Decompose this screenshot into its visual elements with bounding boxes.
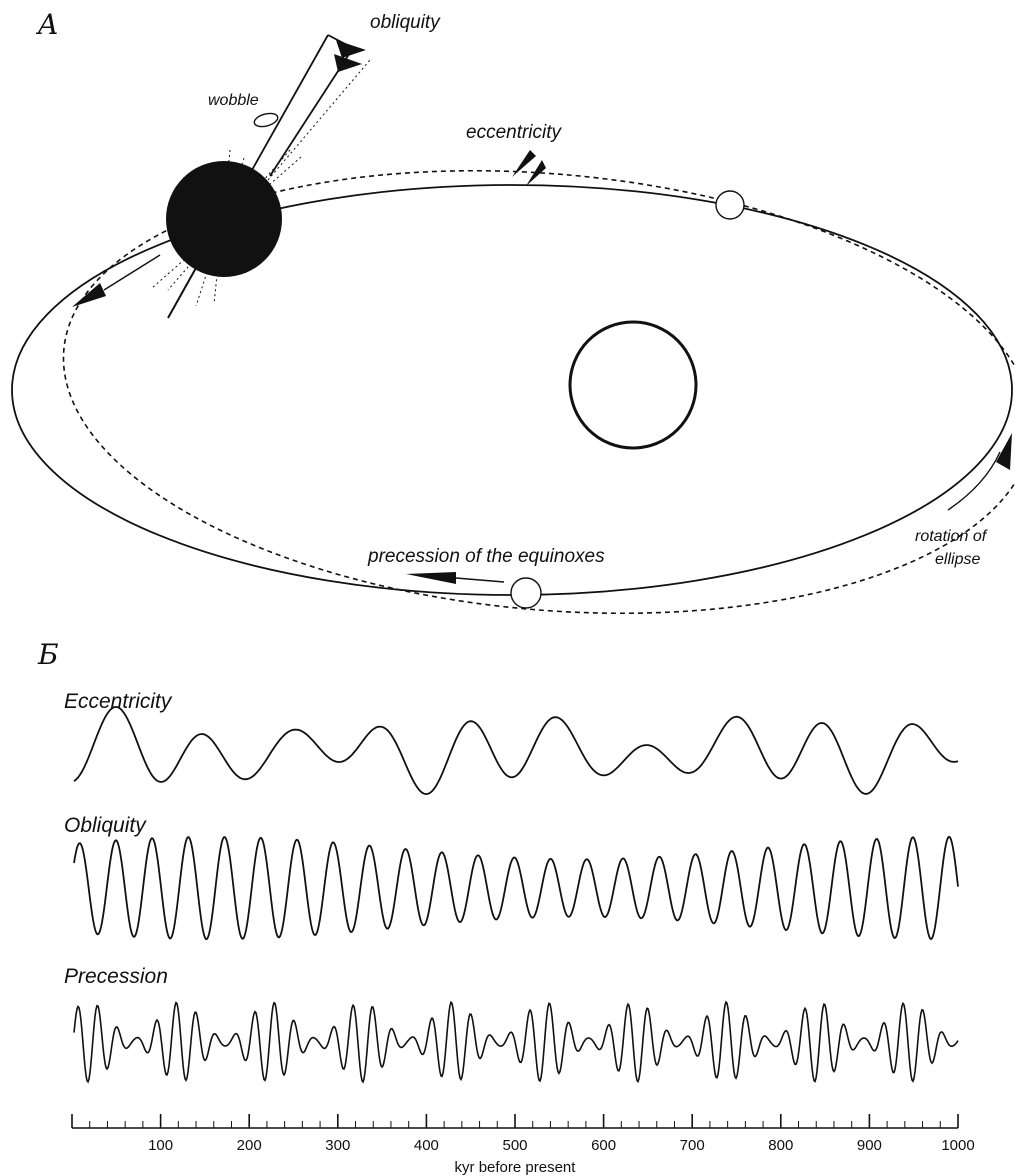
axis-tick-label: 300: [325, 1137, 350, 1154]
time-axis-label: kyr before present: [455, 1159, 577, 1176]
rotation-arrow-path: [947, 451, 1001, 511]
obliquity-curve-name: Obliquity: [64, 814, 147, 837]
dashed-orbit: [62, 169, 1015, 615]
orbit-position-marker-bottom: [510, 577, 542, 609]
axis-tick-label: 500: [502, 1137, 527, 1154]
wobble-label: wobble: [208, 92, 259, 109]
solid-orbit: [11, 184, 1013, 596]
precession-curve-name: Precession: [64, 965, 168, 988]
obliquity-reference-line: [199, 59, 371, 261]
axis-tick-label: 800: [768, 1137, 793, 1154]
panel-b: Б Eccentricity Obliquity Precession 100 2…: [37, 638, 975, 1176]
obliquity-arrow-2: [334, 54, 362, 72]
axis-tick-label: 700: [680, 1137, 705, 1154]
rotation-label-line1: rotation of: [915, 528, 988, 545]
eccentricity-label: eccentricity: [466, 122, 563, 143]
sun: [568, 320, 698, 450]
orbit-direction-arrow: [72, 283, 106, 307]
precession-label: precession of the equinoxes: [367, 546, 605, 567]
rotation-arrow: [996, 433, 1012, 470]
panel-a: A: [11, 8, 1015, 615]
time-axis: 100 200 300 400 500 600 700 800 900 1000: [71, 1114, 975, 1154]
eccentricity-arrow-2: [526, 160, 546, 186]
precession-arrow: [406, 572, 456, 584]
panel-b-letter: Б: [37, 638, 59, 671]
eccentricity-curve-name: Eccentricity: [64, 690, 173, 713]
axis-tick-label: 900: [857, 1137, 882, 1154]
axis-tick-label: 1000: [941, 1137, 974, 1154]
orbit-position-marker-top: [715, 190, 745, 220]
panel-a-letter: A: [35, 8, 58, 41]
eccentricity-arrow-1: [512, 150, 536, 177]
eccentricity-curve: [73, 705, 959, 796]
earth: [166, 161, 282, 277]
axis-tick-label: 600: [591, 1137, 616, 1154]
earth-group: [151, 34, 371, 319]
precession-curve: [73, 1000, 959, 1084]
axis-tick-label: 400: [414, 1137, 439, 1154]
axis-tick-label: 200: [237, 1137, 262, 1154]
rotation-label-line2: ellipse: [935, 551, 980, 568]
axis-tick-label: 100: [148, 1137, 173, 1154]
obliquity-curve: [73, 835, 959, 941]
wobble-ellipse: [253, 112, 279, 128]
obliquity-arrow-1: [336, 40, 366, 58]
obliquity-label: obliquity: [370, 12, 441, 33]
